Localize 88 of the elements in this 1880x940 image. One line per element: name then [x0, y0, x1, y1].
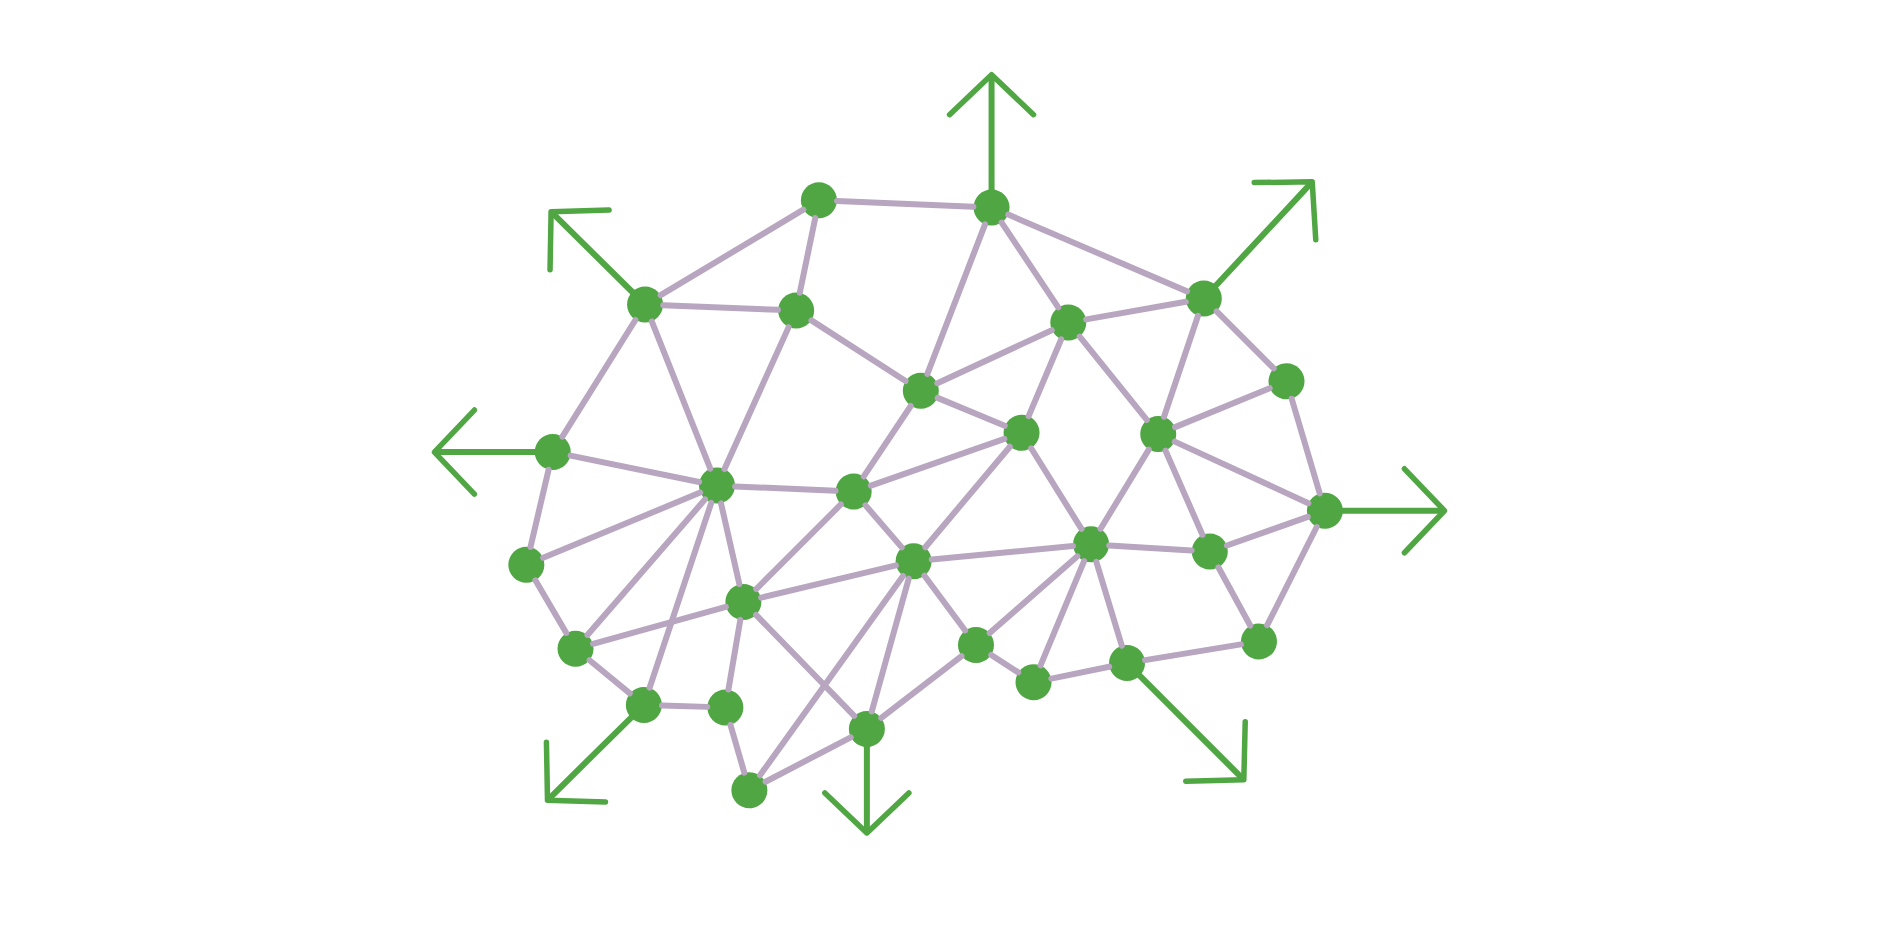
network-node: [731, 772, 768, 809]
connector-line: [1028, 445, 1085, 532]
connector-line: [1172, 385, 1273, 431]
connector-line: [725, 616, 744, 693]
network-node: [835, 473, 872, 510]
connector-line: [921, 572, 969, 634]
connector-line: [860, 403, 914, 480]
connector-line: [1083, 298, 1189, 323]
connector-line: [758, 562, 899, 601]
network-node: [1109, 645, 1146, 682]
connector-line: [1037, 558, 1088, 669]
connector-line: [1171, 438, 1312, 507]
connector-line: [868, 575, 912, 715]
network-node: [508, 546, 545, 583]
connector-line: [862, 502, 905, 551]
network-node: [1073, 526, 1110, 563]
network-node: [1240, 623, 1277, 660]
network-node: [1191, 533, 1228, 570]
connector-line: [1076, 333, 1150, 423]
network-node: [557, 630, 594, 667]
network-node: [778, 292, 815, 329]
connector-line: [928, 543, 1076, 563]
network-node: [1140, 416, 1177, 453]
connector-line: [1106, 542, 1195, 554]
connector-line: [559, 316, 639, 440]
connector-line: [753, 611, 858, 719]
connector-line: [1288, 395, 1323, 497]
connector-line: [1264, 524, 1320, 629]
connector-line: [1025, 336, 1065, 420]
connector-line: [721, 324, 792, 472]
connector-line: [1161, 312, 1201, 420]
connector-line: [1213, 308, 1277, 372]
connector-line: [988, 651, 1022, 676]
connector-line: [922, 443, 1013, 551]
connector-line: [532, 577, 570, 636]
connector-line: [540, 489, 704, 561]
connector-line: [998, 219, 1062, 311]
network-node: [707, 689, 744, 726]
connector-line: [878, 653, 965, 721]
network-node: [1003, 414, 1040, 451]
connector-line: [527, 466, 552, 550]
network-node: [627, 286, 664, 323]
connector-line: [924, 221, 988, 377]
network-node: [800, 182, 837, 219]
connector-line: [796, 215, 819, 296]
connector-line: [934, 394, 1008, 429]
connector-line: [718, 500, 743, 588]
connector-line: [753, 501, 844, 593]
connector-line: [808, 317, 909, 384]
connector-line: [732, 483, 839, 494]
network-node: [1268, 363, 1305, 400]
network-node: [534, 434, 571, 470]
network-node: [1306, 492, 1343, 529]
network-node: [625, 687, 662, 723]
connector-line: [646, 499, 715, 691]
network-node: [725, 583, 762, 620]
connector-line: [727, 721, 748, 776]
connector-line: [934, 327, 1055, 387]
network-node: [958, 627, 994, 664]
connector-line: [1215, 564, 1254, 629]
connector-line: [834, 198, 977, 210]
network-node: [973, 189, 1010, 226]
connector-line: [586, 657, 633, 697]
connector-line: [762, 734, 854, 785]
network-node: [895, 543, 932, 580]
connector-line: [1093, 558, 1125, 649]
network-node: [699, 467, 735, 504]
connector-line: [1048, 663, 1113, 682]
connector-line: [1142, 641, 1244, 664]
connector-line: [584, 496, 709, 638]
connector-line: [567, 452, 703, 485]
connector-line: [757, 572, 906, 779]
connector-line: [1097, 446, 1152, 532]
connector-line: [590, 603, 729, 647]
network-node: [848, 711, 885, 747]
connector-line: [659, 702, 711, 710]
connector-line: [986, 553, 1081, 637]
connector-line: [657, 206, 807, 299]
connector-line: [1223, 513, 1311, 549]
connector-line: [867, 435, 1008, 489]
connector-line: [1162, 447, 1206, 538]
connector-line: [648, 318, 714, 472]
connector-line: [660, 302, 781, 313]
network-node: [1015, 664, 1052, 701]
network-node: [902, 372, 939, 409]
connector-line: [1005, 211, 1191, 295]
network-node: [1050, 304, 1087, 341]
network-node: [1185, 280, 1222, 317]
